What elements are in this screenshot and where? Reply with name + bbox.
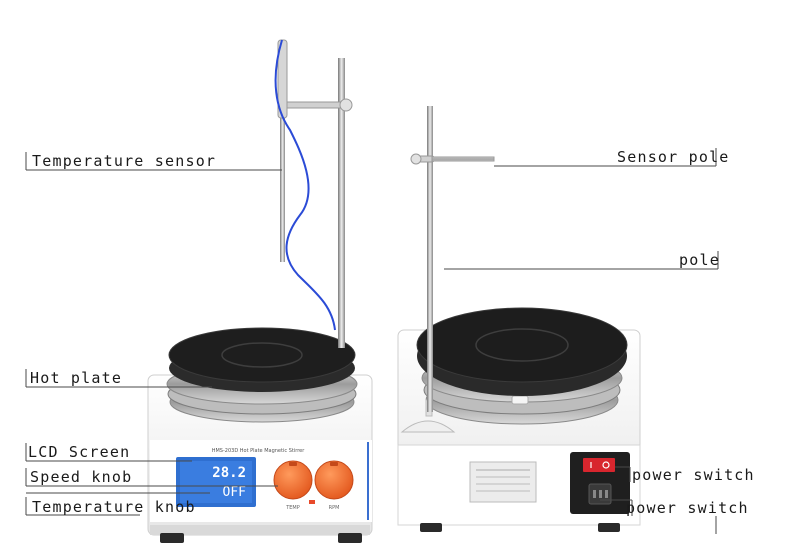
temperature-sensor-probe [280,40,285,262]
foot [598,523,620,532]
left-support-pole [338,58,345,348]
foot [420,523,442,532]
sensor-cable [274,39,336,331]
label-lcd-screen: LCD Screen [28,443,131,461]
knob-label-left: TEMP [285,505,300,511]
label-power-switch-top: power switch [632,466,755,484]
label-hot-plate: Hot plate [30,369,123,387]
power-switch[interactable] [583,458,615,472]
foot [160,533,184,543]
lcd-readout-bottom: OFF [223,485,247,500]
pole-base [400,420,456,433]
hot-plate-right [416,307,628,383]
lcd-readout-top: 28.2 [212,465,246,481]
label-pole: pole [679,251,720,269]
foot [338,533,362,543]
right-support-pole [427,106,433,412]
label-temperature-knob: Temperature knob [32,498,196,516]
speed-knob[interactable] [273,460,313,500]
label-speed-knob: Speed knob [30,468,133,486]
temperature-knob[interactable] [314,460,354,500]
label-sensor-pole: Sensor pole [617,148,730,166]
callout-lines [25,148,719,534]
sensor-arm [431,156,495,162]
left-unit: HMS-203D Hot Plate Magnetic Stirrer 28.2… [147,39,373,543]
model-text: HMS-203D Hot Plate Magnetic Stirrer [212,448,305,454]
rating-label [469,461,537,503]
label-temperature-sensor: Temperature sensor [32,152,217,170]
hot-plate [168,327,356,383]
label-power-switch-bottom: power switch [626,499,749,517]
right-unit [397,106,641,532]
knob-label-right: RPM [329,505,340,511]
